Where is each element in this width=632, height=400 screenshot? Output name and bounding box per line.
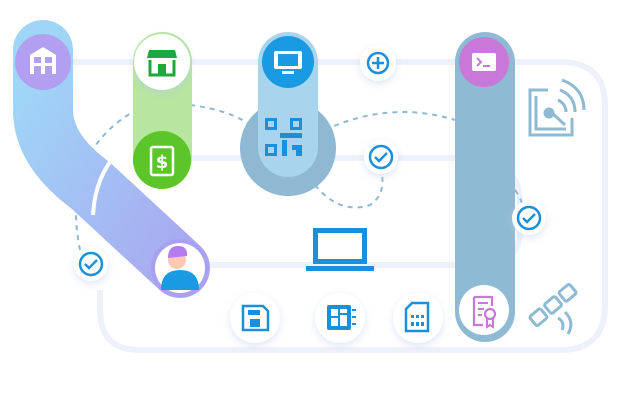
terminal-pipe [455,32,515,342]
store-icon [134,34,190,90]
user-avatar-icon [151,239,209,297]
chip-icon [315,293,365,343]
check-icon [364,140,398,174]
warehouse-icon [15,34,71,90]
pipe-divider [91,148,122,216]
monitor-icon [262,36,314,88]
nfc-tag-icon [528,78,586,137]
satellite-icon [528,283,578,335]
floppy-disk-icon [230,293,280,343]
payment-receipt-icon: $ [133,131,191,189]
qr-code-icon [265,118,302,156]
sim-card-icon [393,293,443,343]
certificate-icon [459,285,509,335]
dashed-links [75,104,523,251]
check-icon [512,201,546,235]
terminal-icon [459,37,509,87]
add-icon[interactable] [360,45,396,81]
warehouse-pipe [12,20,210,298]
check-icon [74,247,108,281]
laptop-icon [306,228,374,271]
svg-text:$: $ [156,152,169,173]
